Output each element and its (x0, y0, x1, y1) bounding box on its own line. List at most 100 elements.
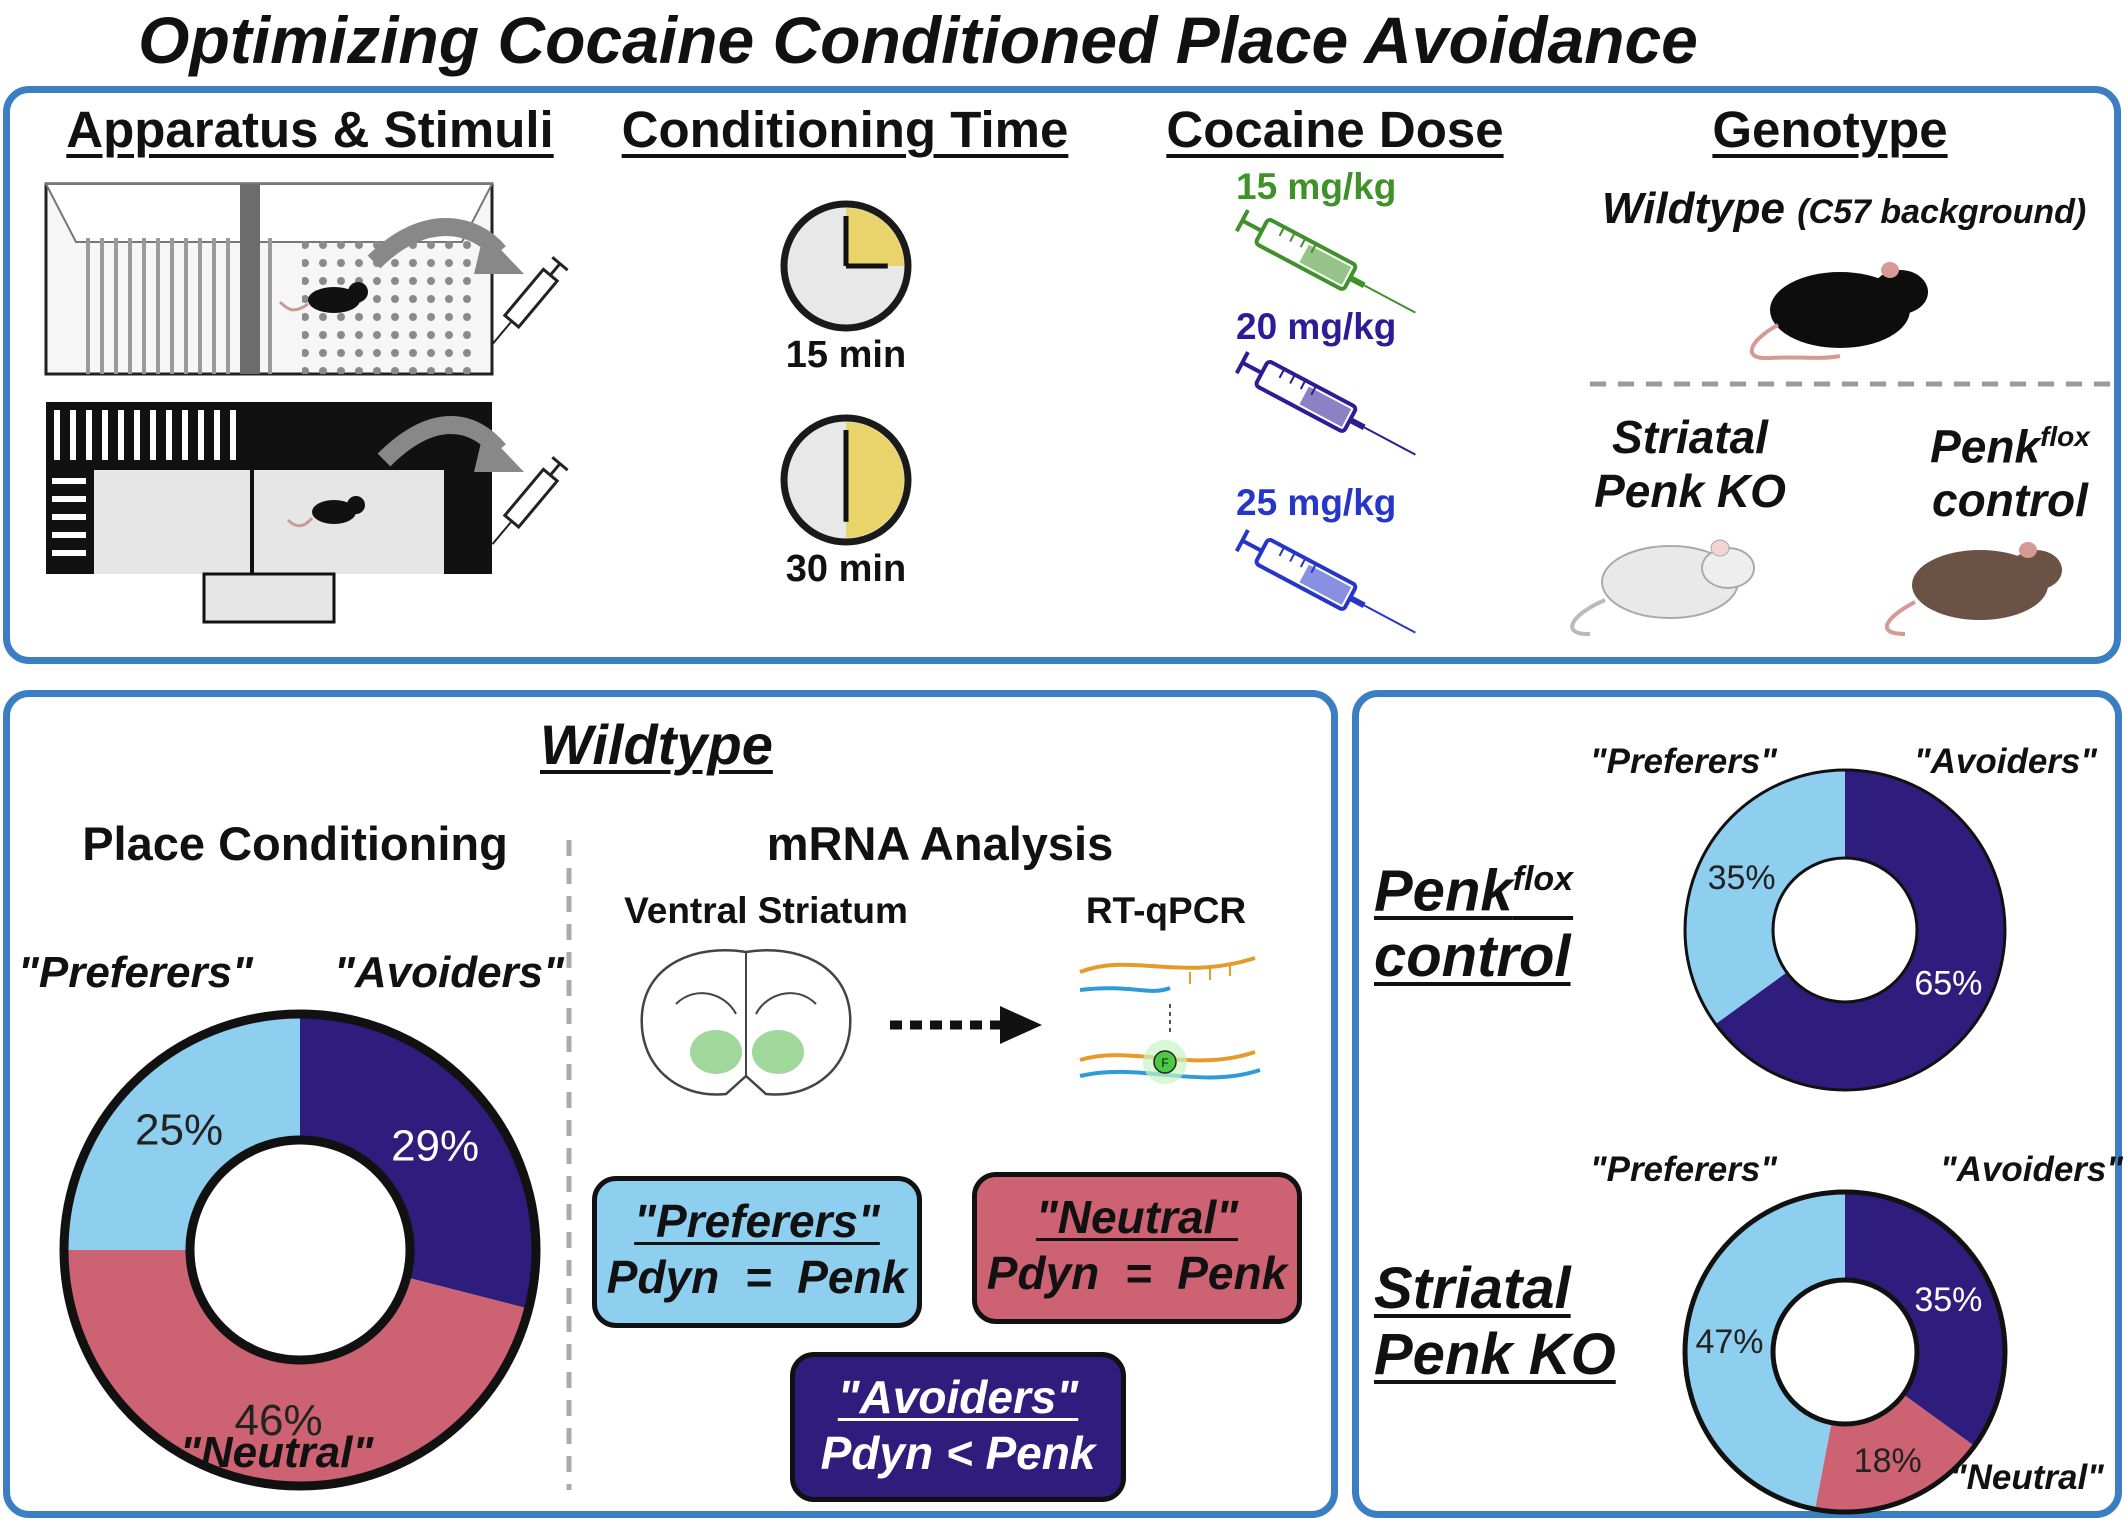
flox-donut-chart: 65% 35% (1683, 768, 2007, 1092)
right-ko-line1: Striatal (1374, 1256, 1571, 1321)
donut-slice (1685, 1192, 1845, 1510)
section-divider (566, 840, 572, 1490)
apparatus-box-top (44, 182, 524, 376)
apparatus-heading: Apparatus & Stimuli (66, 101, 554, 158)
dotted-arrow-icon (890, 1006, 1042, 1044)
donut-slice (300, 1018, 533, 1308)
clock-icon-30 (780, 414, 912, 546)
right-ko-line2: Penk KO (1374, 1322, 1616, 1387)
flox-control-line1: Penkflox (1900, 410, 2120, 473)
slice-percent-label: 35% (1708, 859, 1776, 897)
avoiders-box-title: "Avoiders" (837, 1371, 1079, 1423)
neutral-box-title: "Neutral" (1035, 1191, 1239, 1243)
fluor-label: F (1161, 1056, 1168, 1070)
place-conditioning-heading: Place Conditioning (82, 817, 508, 870)
donut-slice (1845, 1192, 2005, 1447)
slice-percent-label: 25% (135, 1105, 223, 1154)
wildtype-note: (C57 background) (1797, 193, 2087, 231)
syringe-body (1234, 209, 1416, 314)
syringe-icon-green (1234, 209, 1416, 314)
slice-percent-label: 65% (1914, 965, 1982, 1003)
syringe-body (1234, 351, 1416, 456)
dose-label-20: 20 mg/kg (1236, 306, 1397, 347)
ko-neutral-label: "Neutral" (1950, 1458, 2104, 1497)
neutral-box: "Neutral" Pdyn = Penk (972, 1172, 1302, 1324)
ko-donut-chart: 35% 18% 47% (1682, 1189, 2008, 1515)
flox-control-line2: control (1932, 474, 2088, 527)
rtqpcr-label: RT-qPCR (1085, 890, 1247, 931)
striatal-ko-label: Striatal Penk KO (1580, 410, 1800, 518)
black-mouse-icon (1749, 262, 1928, 361)
striatal-ko-line1: Striatal (1612, 411, 1768, 463)
preferers-box: "Preferers" Pdyn = Penk (592, 1176, 922, 1328)
time-label-30: 30 min (785, 548, 907, 590)
right-flox-base: Penk (1374, 858, 1513, 924)
flox-base: Penk (1930, 420, 2041, 473)
syringe-icon-blue (1234, 529, 1416, 634)
slice-percent-label: 47% (1695, 1323, 1763, 1361)
dna-strand-icon: F (1079, 956, 1261, 1084)
flox-control-label: Penkflox control (1900, 410, 2120, 527)
syringe-icon-purple (1234, 351, 1416, 456)
apparatus-box-bottom (46, 402, 524, 624)
ko-avoiders-label: "Avoiders" (1940, 1150, 2123, 1189)
striatal-ko-line2: Penk KO (1594, 465, 1786, 517)
right-ko-label: Striatal Penk KO (1374, 1256, 1616, 1388)
neutral-box-eq: Pdyn = Penk (986, 1247, 1288, 1299)
clock-icon-15 (780, 200, 912, 332)
flox-preferers-label: "Preferers" (1590, 742, 1777, 781)
figure-title: Optimizing Cocaine Conditioned Place Avo… (138, 3, 1698, 77)
donut-hole (185, 1135, 415, 1365)
mouse-icon (278, 282, 368, 313)
right-flox-line2: control (1374, 924, 1571, 990)
donut-slice (68, 1250, 525, 1482)
right-flox-label: Penkflox control (1374, 846, 1573, 990)
brown-mouse-icon (1884, 542, 2062, 636)
time-label-15: 15 min (785, 334, 907, 376)
white-mouse-icon (1570, 539, 1755, 637)
preferers-box-title: "Preferers" (634, 1195, 880, 1247)
flox-avoiders-label: "Avoiders" (1914, 742, 2097, 781)
wt-avoiders-label: "Avoiders" (334, 948, 565, 997)
wildtype-donut-chart: 29%46%25% (59, 1009, 541, 1491)
slice-percent-label: 35% (1914, 1281, 1982, 1319)
donut-rim (1682, 1189, 2008, 1515)
mrna-heading: mRNA Analysis (766, 817, 1114, 870)
wt-neutral-label: "Neutral" (180, 1428, 374, 1477)
ventral-striatum-label: Ventral Striatum (624, 890, 908, 931)
brain-section-icon (640, 949, 852, 1096)
flox-sup: flox (2040, 421, 2090, 452)
knockout-panel (1352, 690, 2122, 1518)
avoiders-box-eq: Pdyn < Penk (820, 1427, 1096, 1479)
genotype-divider (1590, 381, 2110, 387)
syringe-icon (491, 256, 569, 345)
slice-percent-label: 18% (1854, 1442, 1922, 1480)
ko-preferers-label: "Preferers" (1590, 1150, 1777, 1189)
avoiders-box: "Avoiders" Pdyn < Penk (790, 1352, 1126, 1502)
right-flox-sup: flox (1512, 860, 1574, 898)
wildtype-text: Wildtype (1602, 184, 1785, 233)
cocaine-dose-heading: Cocaine Dose (1166, 101, 1504, 158)
donut-hole (1770, 1277, 1920, 1427)
right-flox-line1: Penkflox (1374, 846, 1573, 924)
top-panel (3, 86, 2121, 664)
genotype-heading: Genotype (1712, 101, 1948, 158)
wildtype-panel (3, 690, 1338, 1518)
clock-wedge (846, 422, 904, 538)
preferers-box-eq: Pdyn = Penk (606, 1251, 908, 1303)
mouse-icon-2 (286, 496, 365, 528)
donut-slice (1685, 770, 1845, 1025)
wildtype-label: Wildtype (C57 background) (1602, 184, 2086, 234)
donut-slice (1715, 770, 2005, 1090)
clock-wedge (846, 208, 904, 266)
wt-preferers-label: "Preferers" (18, 948, 253, 997)
syringe-icon-2 (491, 456, 569, 545)
wildtype-heading: Wildtype (540, 713, 773, 776)
donut-rim (1683, 768, 2007, 1092)
dose-label-25: 25 mg/kg (1236, 482, 1397, 523)
donut-slice (68, 1018, 300, 1250)
conditioning-time-heading: Conditioning Time (621, 101, 1069, 158)
dose-label-15: 15 mg/kg (1236, 166, 1397, 207)
donut-hole (1771, 856, 1919, 1004)
slice-percent-label: 46% (235, 1396, 323, 1445)
